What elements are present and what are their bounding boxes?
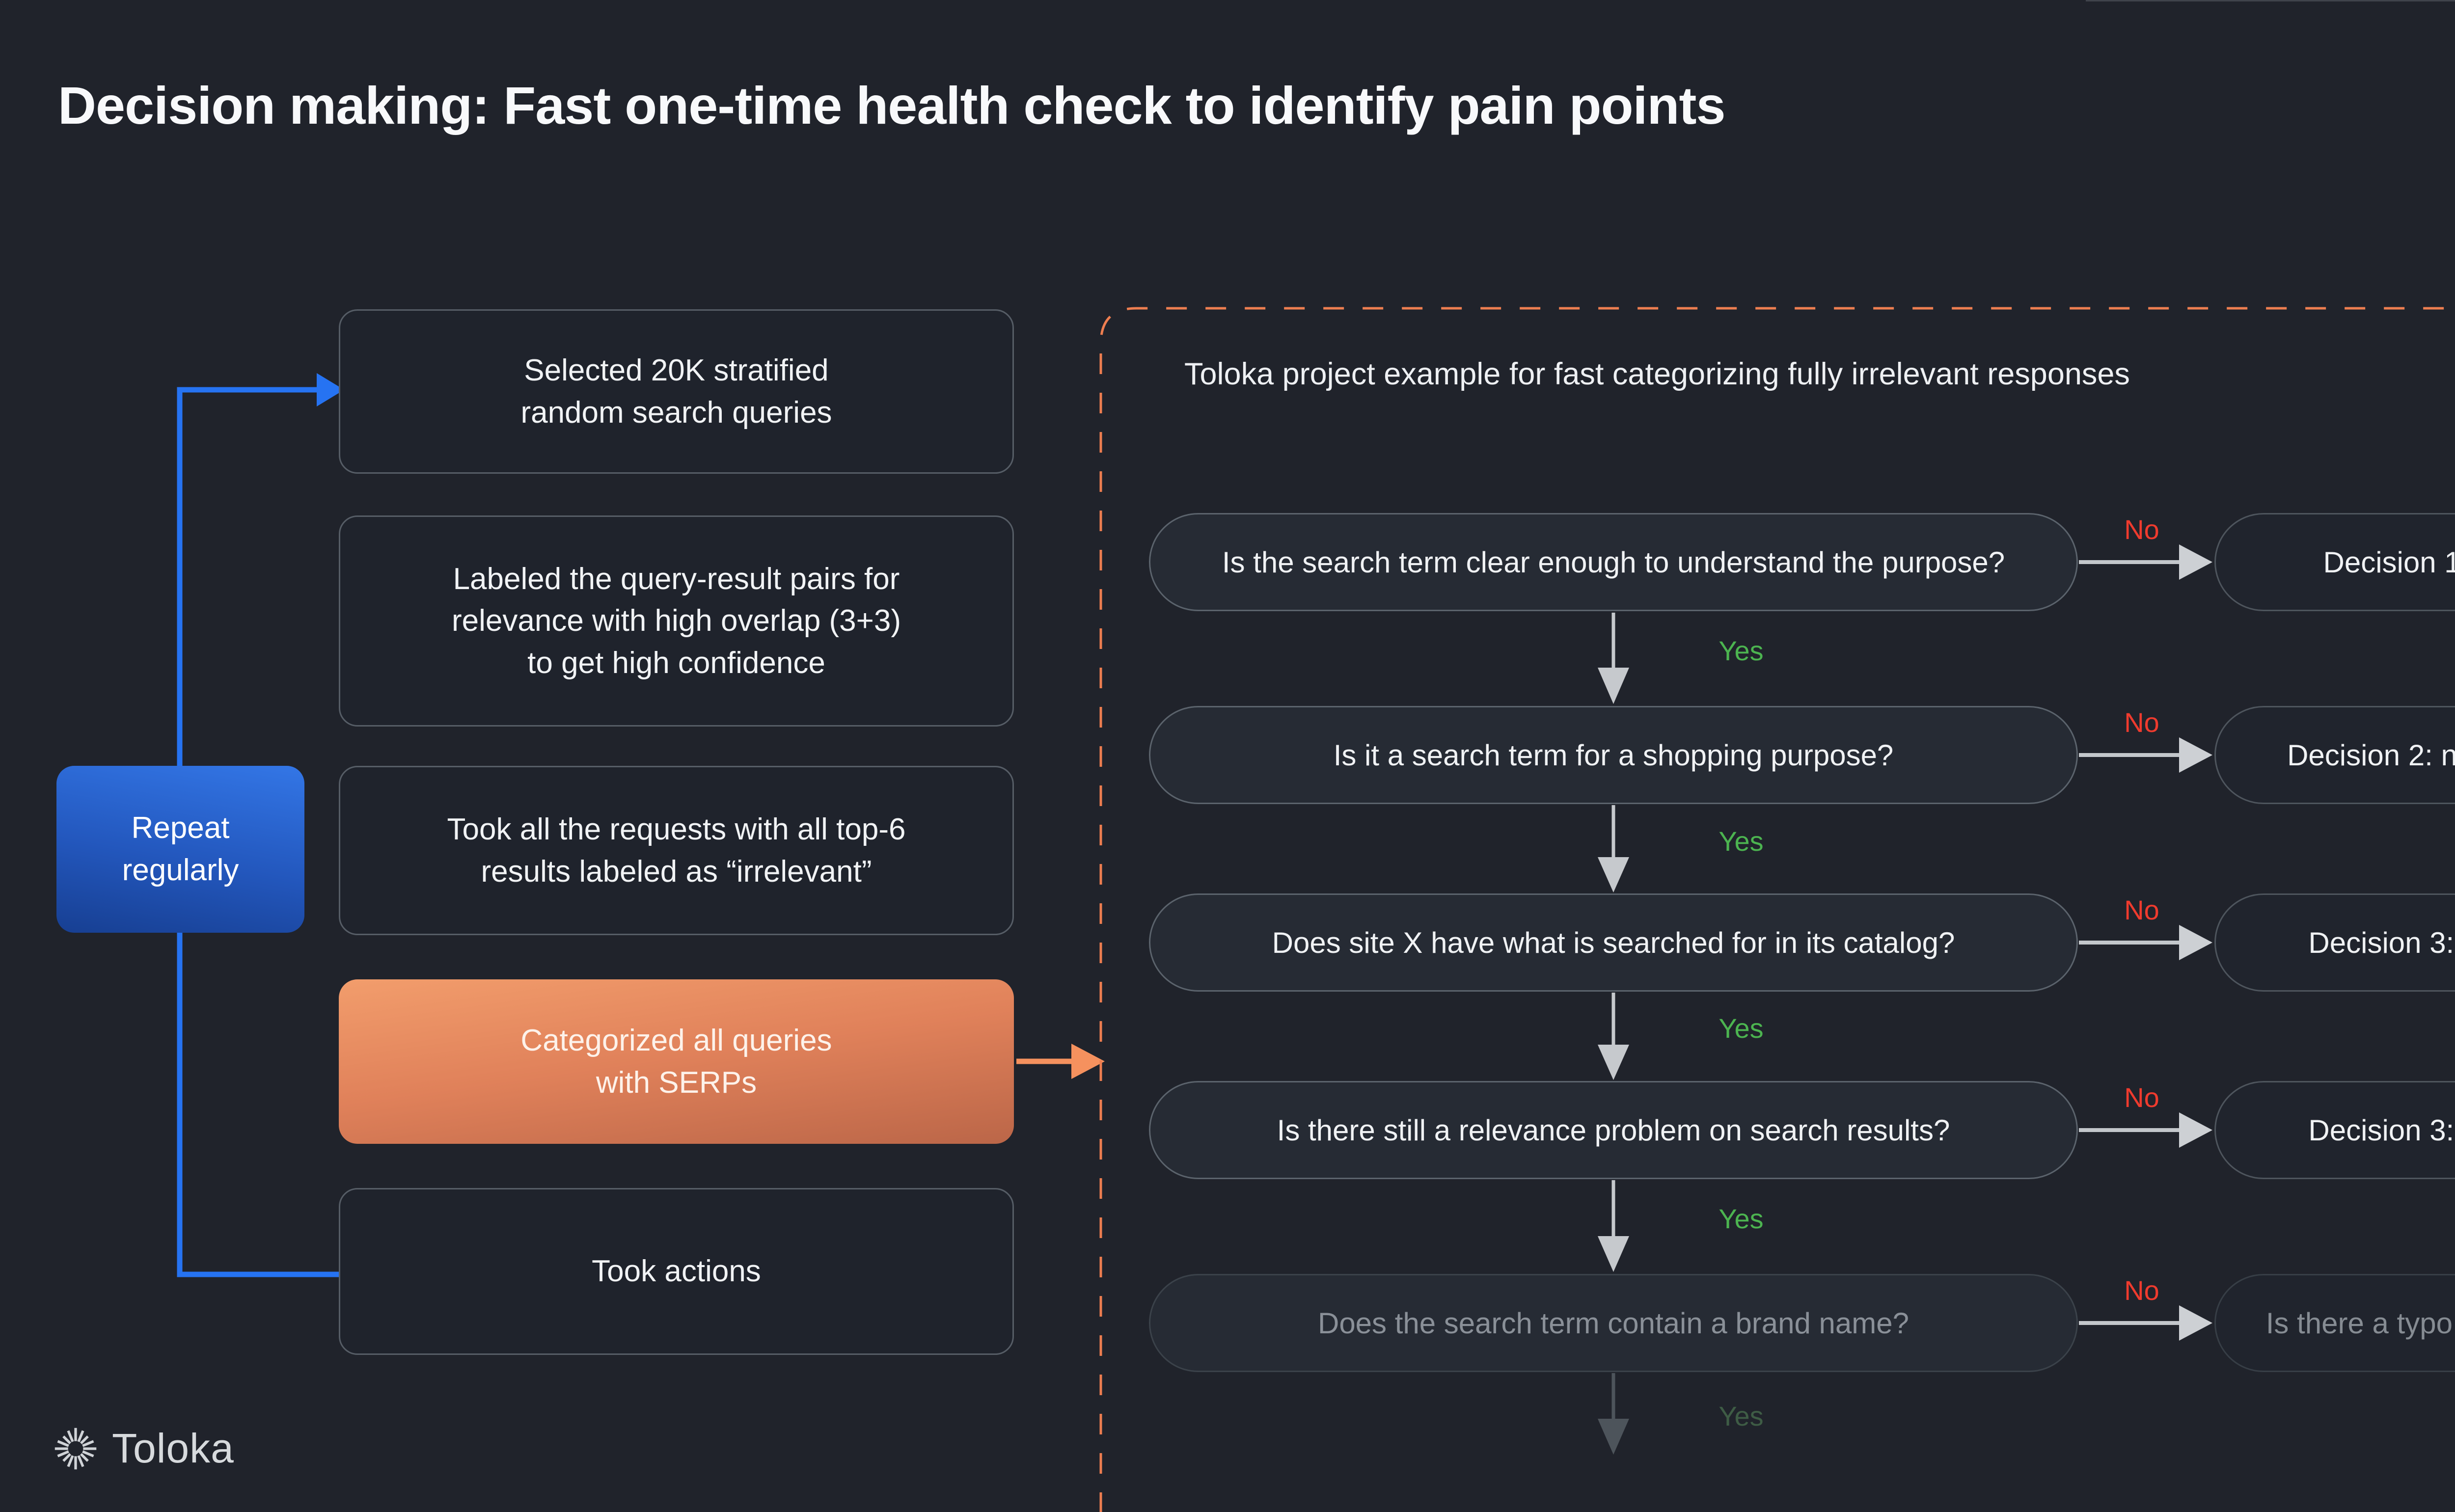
flow-row-2: Is it a search term for a shopping purpo… [0,706,2455,804]
step-box-selected-queries: Selected 20K stratified random search qu… [339,309,1014,474]
accent-arrowhead-icon [1071,1044,1105,1079]
panel-header: Toloka project example for fast categori… [1184,357,2130,391]
decision-pill-1: Decision 1: dummy search [2214,513,2455,611]
no-label-1: No [2124,514,2159,545]
flow-row-3: Does site X have what is searched for in… [0,893,2455,992]
no-arrowhead-icon-1 [2179,544,2212,580]
step-box-took-requests: Took all the requests with all top-6 res… [339,766,1014,935]
yes-arrowhead-icon-2 [1598,857,1629,892]
no-label-4: No [2124,1082,2159,1113]
question-pill-5: Does the search term contain a brand nam… [1149,1274,2078,1372]
toloka-logo: Toloka [52,1425,234,1472]
yes-label-3: Yes [1718,1013,1764,1044]
flow-row-4: Is there still a relevance problem on se… [0,1081,2455,1179]
yes-arrows [1598,613,1629,1272]
yes-label-5: Yes [1718,1401,1764,1431]
flow-row-1: Is the search term clear enough to under… [0,513,2455,611]
repeat-loop-arrowhead-icon [317,373,344,406]
question-pill-3: Does site X have what is searched for in… [1149,893,2078,992]
decision-pill-4: Decision 3: no product group [2214,1081,2455,1179]
yes-label-2: Yes [1718,826,1764,857]
yes-arrow-dim [1598,1373,1629,1455]
no-arrowhead-icon-3 [2179,925,2212,960]
toloka-logo-text: Toloka [112,1425,234,1471]
yes-arrowhead-icon-5 [1598,1419,1629,1455]
repeat-regularly-badge: Repeat regularly [56,766,304,933]
step-box-took-actions: Took actions [339,1188,1014,1355]
yes-label-1: Yes [1718,635,1764,666]
top-edge-line [2086,0,2455,1]
no-arrowhead-icon-4 [2179,1112,2212,1148]
flow-row-5: Does the search term contain a brand nam… [0,1274,2455,1372]
no-label-5: No [2124,1275,2159,1306]
yes-arrowhead-icon-1 [1598,668,1629,704]
yes-arrowhead-icon-3 [1598,1045,1629,1080]
page-title: Decision making: Fast one-time health ch… [58,76,1726,135]
decision-pill-3: Decision 3: no product group [2214,893,2455,992]
no-label-3: No [2124,894,2159,925]
question-pill-1: Is the search term clear enough to under… [1149,513,2078,611]
no-arrowhead-icon-5 [2179,1305,2212,1341]
panel-dashed-border [1099,307,2455,1512]
decision-pill-5: Is there a typo in the search query? [2214,1274,2455,1372]
decision-pill-2: Decision 2: not shopping search [2214,706,2455,804]
no-arrowhead-icon-2 [2179,737,2212,773]
question-pill-4: Is there still a relevance problem on se… [1149,1081,2078,1179]
yes-arrowhead-icon-4 [1598,1236,1629,1272]
starburst-icon [55,1428,97,1469]
yes-label-4: Yes [1718,1203,1764,1234]
no-arrows [2079,544,2212,1341]
no-label-2: No [2124,707,2159,738]
step-box-categorized-accent: Categorized all queries with SERPs [339,979,1014,1144]
question-pill-2: Is it a search term for a shopping purpo… [1149,706,2078,804]
step-box-labeled-pairs: Labeled the query-result pairs for relev… [339,515,1014,727]
